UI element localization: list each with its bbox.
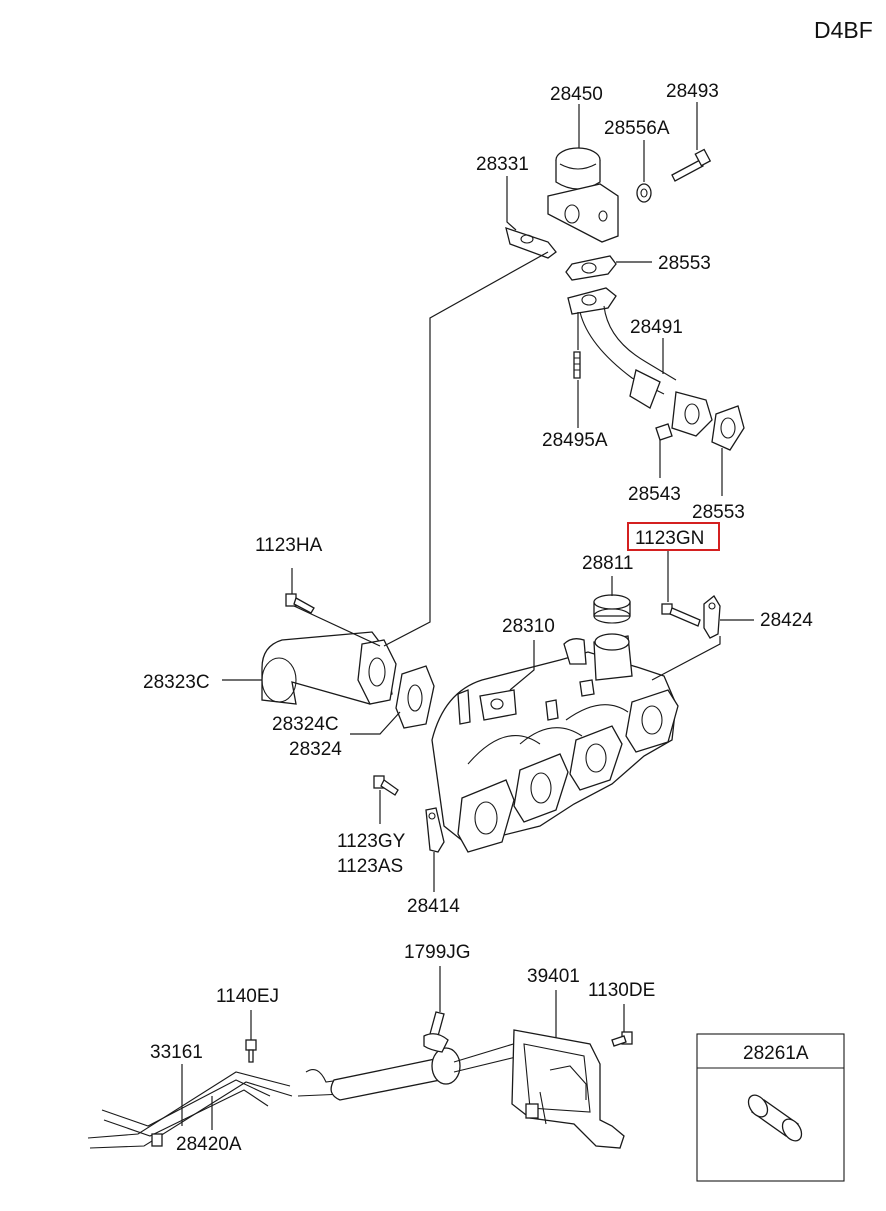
label-1123GN: 1123GN — [635, 528, 704, 549]
part-labels: 28450 28493 28556A 28331 28553 28491 284… — [143, 81, 813, 1155]
label-28331: 28331 — [476, 154, 529, 175]
label-1123HA: 1123HA — [255, 535, 323, 556]
label-28424: 28424 — [760, 610, 813, 631]
bolt-1123GN — [661, 603, 701, 627]
engine-code: D4BF — [814, 17, 873, 43]
leader-lines — [181, 102, 754, 1130]
label-28420A: 28420A — [176, 1134, 242, 1155]
pipe-33161 — [87, 1071, 293, 1149]
elbow-pipe-28323C — [261, 631, 397, 705]
bolt-1799JG — [423, 1011, 449, 1053]
gasket-28331 — [505, 227, 557, 259]
bracket-28424 — [703, 595, 721, 639]
egr-bolt-28493 — [671, 148, 712, 182]
bolt-1123HA — [285, 593, 315, 614]
gasket-28553-top — [565, 255, 617, 281]
stud-28495A — [573, 351, 581, 379]
label-28811: 28811 — [582, 553, 633, 574]
label-28324C: 28324C — [272, 714, 339, 735]
nut-28543 — [655, 423, 673, 441]
label-33161: 33161 — [150, 1042, 203, 1063]
label-28450: 28450 — [550, 84, 603, 105]
label-1123GY: 1123GY — [337, 831, 406, 852]
label-39401: 39401 — [527, 966, 580, 987]
label-1140EJ: 1140EJ — [216, 986, 279, 1007]
label-28556A: 28556A — [604, 118, 670, 139]
label-1123AS: 1123AS — [337, 856, 403, 877]
label-28261A: 28261A — [743, 1043, 809, 1064]
label-28553-top: 28553 — [658, 253, 711, 274]
label-28323C: 28323C — [143, 672, 210, 693]
label-1130DE: 1130DE — [588, 980, 655, 1001]
heat-shield-cap-28811 — [593, 594, 631, 624]
label-28310: 28310 — [502, 616, 555, 637]
inset-box-28261A: 28261A — [696, 1033, 845, 1182]
exhaust-manifold-28310 — [431, 633, 679, 853]
gasket-28553-bottom — [711, 405, 745, 451]
label-28543: 28543 — [628, 484, 681, 505]
label-28493: 28493 — [666, 81, 719, 102]
bolt-1130DE — [611, 1031, 633, 1047]
sleeve-28261A — [747, 1094, 803, 1142]
gasket-28324 — [395, 665, 435, 729]
bracket-28414 — [425, 807, 445, 853]
egr-valve — [547, 147, 619, 243]
highlight-box-1123GN — [627, 522, 720, 551]
egr-pipe-28491 — [567, 287, 713, 437]
label-1799JG: 1799JG — [404, 942, 471, 963]
label-28553-bottom: 28553 — [692, 502, 745, 523]
label-28414: 28414 — [407, 896, 460, 917]
label-28324: 28324 — [289, 739, 342, 760]
label-28491: 28491 — [630, 317, 683, 338]
bolt-1123GY — [373, 775, 399, 796]
bolt-1140EJ — [245, 1039, 257, 1063]
egr-washer-28556A — [636, 183, 652, 203]
label-28495A: 28495A — [542, 430, 608, 451]
egr-cooler-39401 — [297, 1029, 625, 1149]
